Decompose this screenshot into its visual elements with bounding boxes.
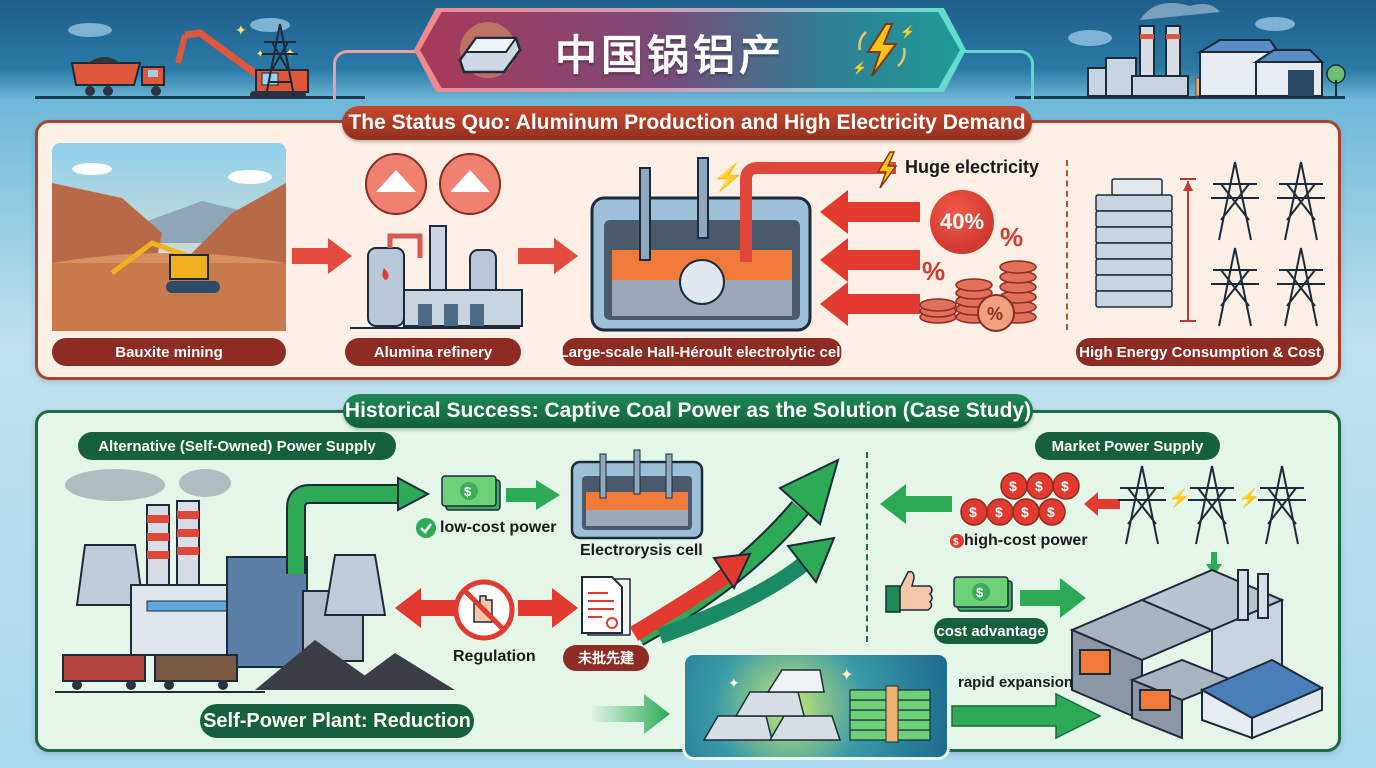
market-pylons-icon: ⚡ ⚡ (1118, 465, 1306, 545)
market-red-arrow (1084, 492, 1120, 516)
unapproved-construction-badge: 未批先建 (563, 645, 649, 671)
electricity-arrow-middle (820, 238, 920, 282)
alternative-supply-label: Alternative (Self-Owned) Power Supply (78, 432, 396, 460)
svg-text:✦: ✦ (235, 22, 247, 38)
check-icon (416, 518, 436, 538)
thumbs-up-icon (885, 570, 933, 613)
electrolysis-cell-small-icon (570, 449, 704, 540)
flow-arrow-1 (292, 238, 352, 274)
connector-line-right (962, 50, 1034, 100)
rapid-expansion-arrow (951, 692, 1102, 740)
svg-text:✦: ✦ (256, 49, 264, 60)
svg-text:$: $ (969, 504, 977, 520)
svg-text:✦: ✦ (840, 667, 853, 684)
high-cost-power-label: high-cost power (964, 532, 1088, 549)
ground-line-right (1015, 96, 1345, 99)
percent-symbol-right: % (1000, 222, 1024, 252)
step-label-alumina: Alumina refinery (345, 338, 521, 366)
svg-text:$: $ (1047, 504, 1055, 520)
aluminum-ingot-icon (458, 22, 522, 78)
coal-power-plant-icon (55, 469, 455, 693)
electricity-arrows (820, 190, 920, 326)
section-divider-green (866, 452, 868, 642)
factory-scene-icon (1068, 3, 1346, 97)
increase-indicator-icon (1180, 178, 1196, 322)
pylon-icon (262, 23, 298, 97)
svg-text:⚡: ⚡ (1168, 487, 1190, 509)
regulation-arrow-left (395, 588, 455, 628)
svg-text:$: $ (1035, 478, 1043, 494)
electricity-arrow-top (820, 190, 920, 234)
cash-icon-advantage: $ (953, 576, 1013, 612)
open-pit-mine-icon (52, 143, 286, 331)
aluminum-and-money-icon: ✦ ✦ (702, 667, 931, 743)
connector-line-left (333, 50, 423, 100)
historical-banner: Historical Success: Captive Coal Power a… (343, 394, 1033, 428)
coin-stack-icon: % (919, 260, 1037, 332)
section-divider (1066, 160, 1068, 330)
bottom-arrow-in (590, 694, 670, 734)
svg-text:⚡: ⚡ (900, 25, 915, 39)
aluminum-stack-icon (1095, 178, 1173, 308)
self-power-plant-label: Self-Power Plant: Reduction (200, 704, 474, 738)
cash-icon: $ (441, 475, 501, 511)
svg-text:$: $ (464, 484, 472, 499)
dollar-coin-icon: $ (950, 534, 964, 548)
svg-text:$: $ (1009, 478, 1017, 494)
svg-text:$: $ (976, 585, 984, 600)
svg-text:✦: ✦ (728, 675, 740, 691)
status-quo-banner: The Status Quo: Aluminum Production and … (342, 106, 1032, 140)
cost-advantage-label: cost advantage (934, 618, 1048, 644)
rapid-expansion-label: rapid expansion (958, 674, 1074, 691)
step-label-electrolytic-cell: Large-scale Hall-Héroult electrolytic ce… (559, 338, 845, 366)
step-label-bauxite: Bauxite mining (52, 338, 286, 366)
step-label-energy-cost: High Energy Consumption & Cost (1076, 338, 1324, 366)
svg-text:⚡: ⚡ (1238, 487, 1260, 509)
regulation-arrow-right (518, 588, 578, 628)
svg-text:$: $ (995, 504, 1003, 520)
green-flow-arrow-2 (506, 480, 560, 510)
svg-text:⚡: ⚡ (852, 61, 867, 75)
svg-text:%: % (987, 304, 1003, 324)
low-cost-flow-arrow (286, 476, 431, 574)
share-badge: 40% (930, 190, 994, 254)
document-icon (581, 576, 631, 636)
svg-text:$: $ (1021, 504, 1029, 520)
electricity-arrow-bottom (820, 282, 920, 326)
prohibited-hand-icon (453, 579, 515, 641)
svg-text:$: $ (953, 537, 959, 548)
flow-arrow-2 (518, 238, 578, 274)
market-arrow-left (880, 484, 952, 524)
ground-line-left (35, 96, 365, 99)
page-title: 中国锅铝产 (555, 31, 786, 80)
electrolysis-cell-label: Electrorysis cell (580, 542, 703, 559)
advantage-arrow (1020, 578, 1086, 618)
growth-arrows-icon (629, 458, 840, 646)
red-coins-icon: $$$ $$$$ (960, 472, 1080, 526)
huge-electricity-label: Huge electricity (905, 157, 1040, 177)
svg-text:$: $ (1061, 478, 1069, 494)
electrolytic-cell-icon: ⚡ (590, 157, 896, 332)
percent-symbol-left: % (922, 256, 946, 286)
low-cost-power-label: low-cost power (440, 519, 557, 536)
lightning-icon-small (876, 151, 898, 189)
market-power-supply-label: Market Power Supply (1035, 432, 1220, 460)
pylon-group-icon (1211, 161, 1325, 327)
smelter-complex-icon (1069, 568, 1325, 740)
refinery-icon (350, 153, 523, 329)
svg-text:⚡: ⚡ (712, 162, 744, 193)
regulation-label: Regulation (453, 648, 536, 665)
lightning-bolt-icon: ⚡ ⚡ (852, 23, 915, 77)
